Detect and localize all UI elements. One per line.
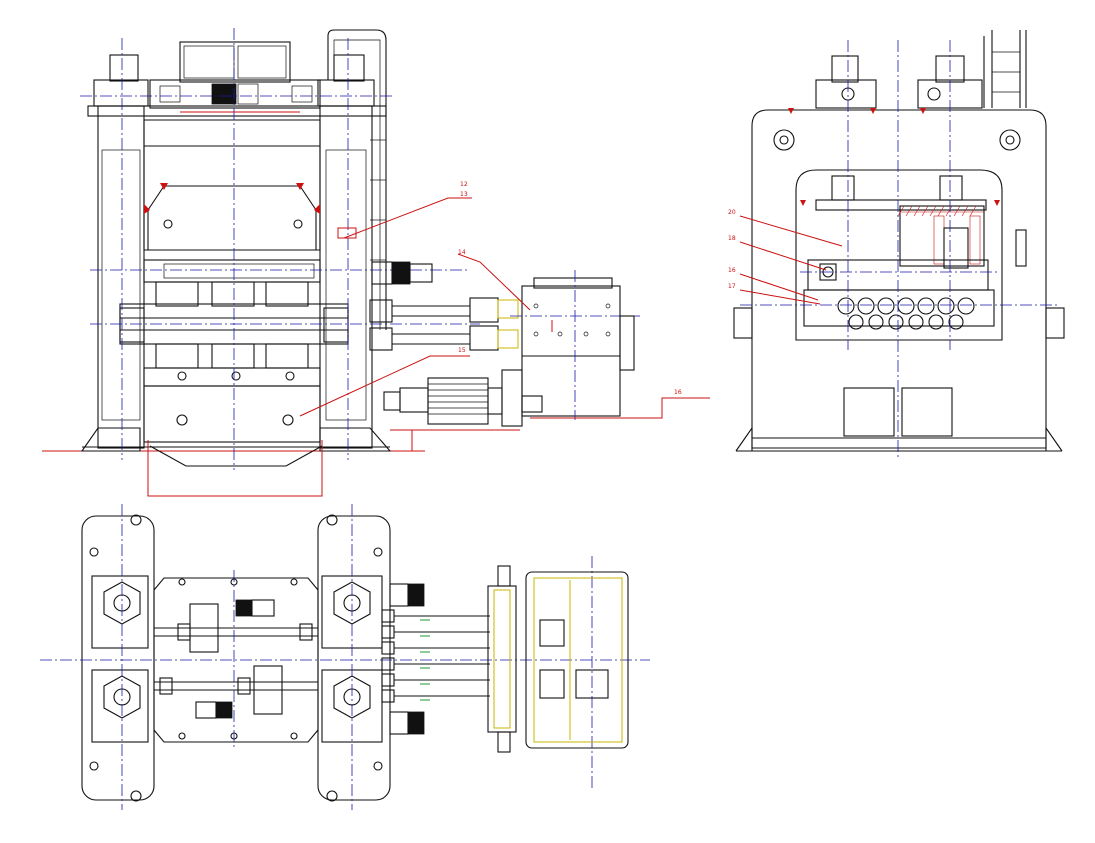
callout-17: 17 <box>728 283 736 290</box>
plan-view <box>40 504 650 810</box>
callout-16: 16 <box>674 389 682 396</box>
callout-18: 18 <box>728 235 736 242</box>
callout-12: 12 <box>460 181 468 188</box>
callout-16-side: 16 <box>728 267 736 274</box>
side-elevation-view: 20 18 16 17 <box>728 30 1065 460</box>
callout-14: 14 <box>458 249 466 256</box>
callout-13: 13 <box>460 191 468 198</box>
callout-20: 20 <box>728 209 736 216</box>
front-elevation-view: 12 13 14 15 16 <box>42 28 710 497</box>
callout-15: 15 <box>458 347 466 354</box>
